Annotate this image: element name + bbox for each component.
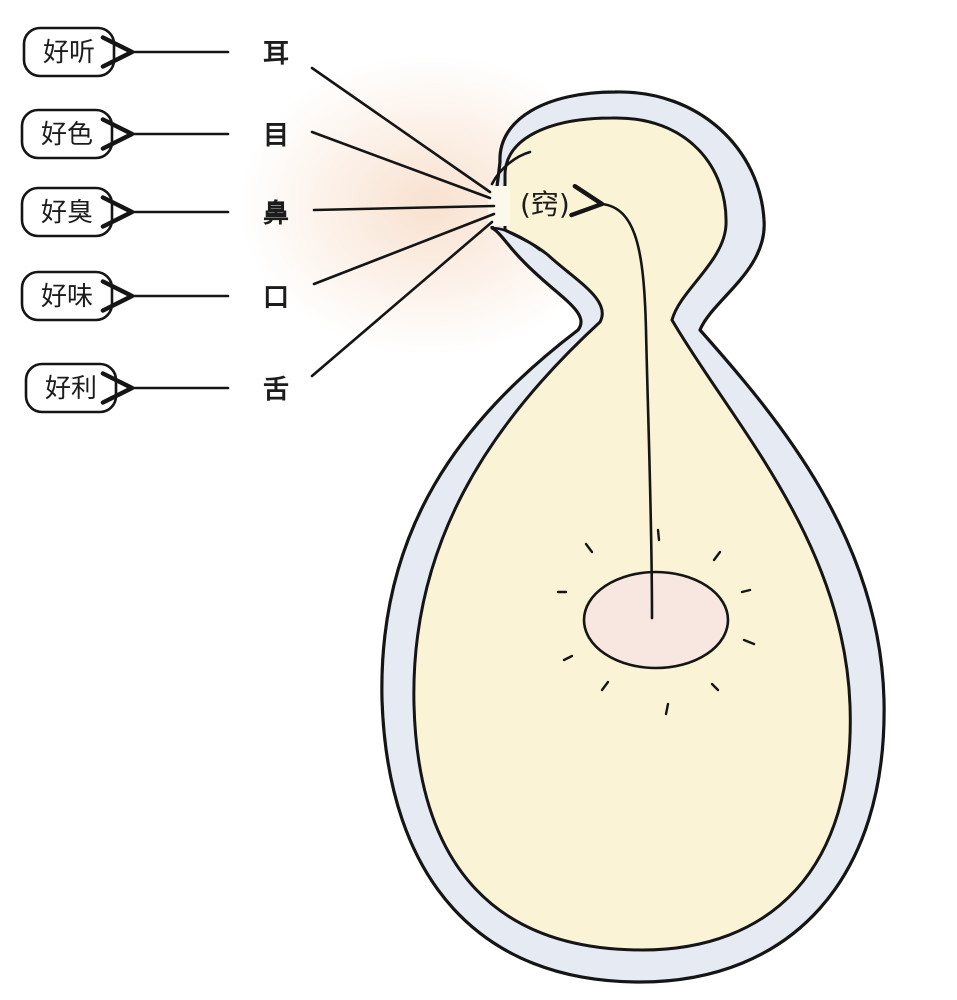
opening-gap bbox=[488, 186, 510, 226]
opening-label: (窍) bbox=[520, 188, 570, 221]
desire-label: 好色 bbox=[41, 120, 93, 150]
organ-label-ear: 耳 bbox=[263, 39, 289, 69]
sense-row-eye: 好色 目 bbox=[20, 108, 289, 160]
organ-label-eye: 目 bbox=[263, 121, 289, 151]
sense-row-tongue: 好利 舌 bbox=[24, 362, 289, 414]
organ-label-mouth: 口 bbox=[263, 283, 289, 313]
opening-upper-lip bbox=[490, 150, 532, 186]
sense-row-nose: 好臭 鼻 bbox=[20, 186, 289, 238]
fan-line-tongue bbox=[310, 220, 494, 378]
organ-label-nose: 鼻 bbox=[263, 199, 289, 229]
desire-label: 好味 bbox=[41, 282, 93, 312]
core-radiance bbox=[556, 528, 756, 716]
fan-line-mouth bbox=[312, 212, 496, 286]
core-heart bbox=[582, 570, 730, 670]
radiance-tick bbox=[664, 702, 670, 716]
fan-line-nose bbox=[312, 204, 496, 212]
radiance-tick bbox=[584, 542, 594, 554]
radiance-tick bbox=[740, 588, 752, 594]
core-to-opening-line bbox=[569, 183, 654, 620]
radiance-tick bbox=[710, 682, 720, 692]
desire-label: 好臭 bbox=[41, 198, 93, 228]
fan-line-eye bbox=[310, 130, 492, 200]
radiance-tick bbox=[742, 638, 756, 646]
opening-lower-lip bbox=[490, 226, 542, 252]
sense-row-mouth: 好味 口 bbox=[20, 270, 289, 322]
gourd-inner-body bbox=[412, 116, 852, 952]
desire-label: 好利 bbox=[45, 374, 97, 404]
radiance-tick bbox=[712, 550, 722, 562]
radiance-tick bbox=[600, 680, 610, 692]
sense-rows: 好听 耳好色 目好臭 鼻好味 口好利 舌 bbox=[20, 26, 289, 414]
sense-row-ear: 好听 耳 bbox=[22, 26, 289, 78]
fan-line-ear bbox=[310, 66, 492, 194]
radiance-tick bbox=[562, 654, 574, 662]
fan-lines bbox=[310, 66, 496, 378]
desire-label: 好听 bbox=[43, 38, 95, 68]
radiance-tick bbox=[656, 528, 661, 542]
organ-label-tongue: 舌 bbox=[263, 375, 289, 405]
